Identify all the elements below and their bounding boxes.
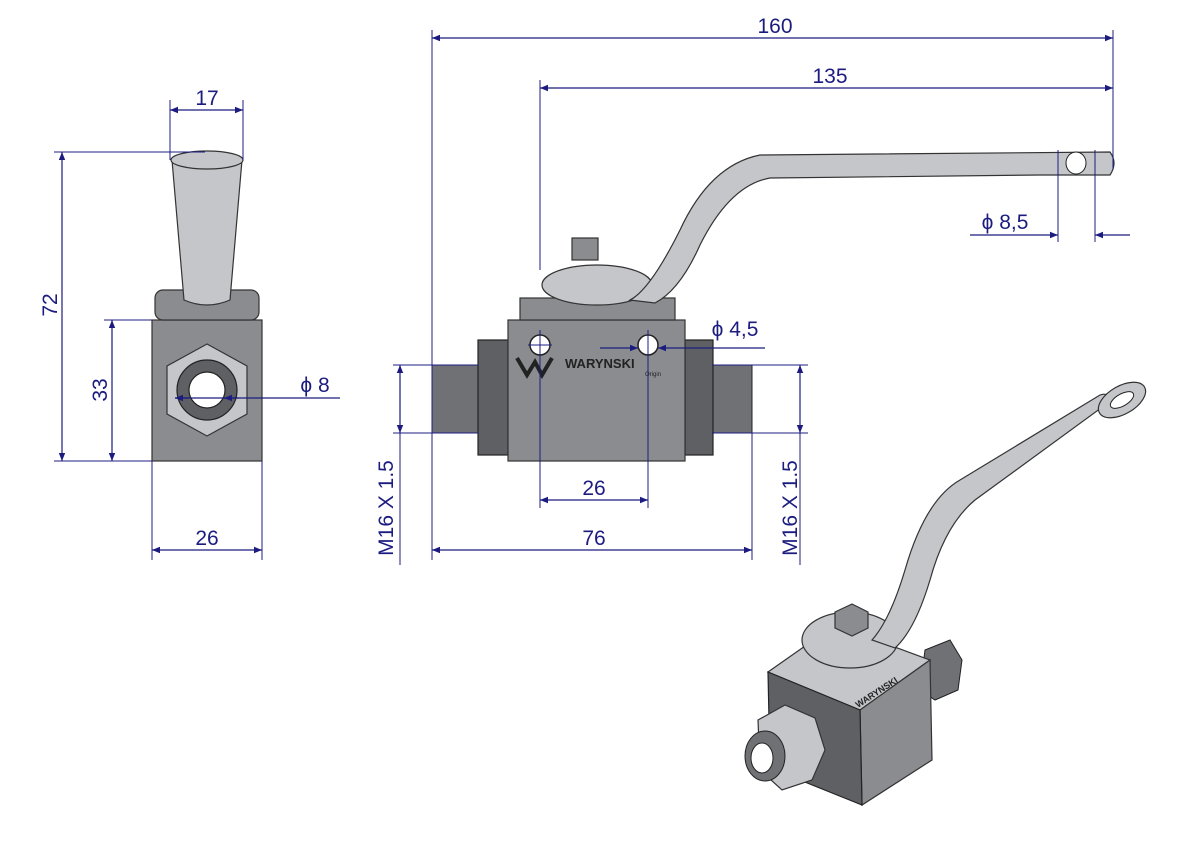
dim-thread-left: M16 X 1.5	[375, 460, 398, 556]
dim-bore: ϕ 8	[300, 374, 329, 397]
dim-overall-length: 160	[757, 15, 792, 38]
dim-handle-hole: ϕ 8,5	[982, 211, 1029, 234]
thread-right	[711, 364, 753, 434]
bore	[188, 371, 226, 409]
isometric-view: WARYNSKI	[744, 381, 1147, 807]
dim-body-width-side: 26	[195, 527, 218, 550]
thread-left	[431, 364, 481, 434]
logo-text: WARYNSKI	[565, 356, 635, 371]
iso-bore	[750, 742, 774, 774]
nut-left	[477, 339, 509, 456]
brand-logo: WARYNSKI Origin	[515, 356, 661, 380]
iso-handle	[870, 393, 1113, 649]
dim-hole-spacing: 26	[582, 477, 605, 500]
handle-hole	[1065, 151, 1087, 175]
handle-side	[171, 153, 243, 306]
front-view: WARYNSKI Origin	[431, 151, 1115, 462]
handle-front	[627, 151, 1115, 304]
dim-body-height: 33	[89, 378, 112, 401]
handle-tip	[170, 150, 244, 170]
iso-hex-bolt	[834, 603, 869, 637]
side-dimensions: 17 72 33 ϕ 8 26	[39, 87, 340, 560]
dim-handle-length: 135	[812, 65, 847, 88]
nut-right	[684, 339, 714, 456]
dim-total-height: 72	[39, 293, 62, 316]
dim-body-length: 76	[582, 527, 605, 550]
dim-mount-hole: ϕ 4,5	[712, 318, 759, 341]
dim-thread-right: M16 X 1.5	[779, 460, 802, 556]
dim-handle-width: 17	[195, 87, 218, 110]
hex-bolt	[571, 237, 599, 261]
logo-sub: Origin	[645, 372, 661, 378]
side-view	[151, 150, 263, 462]
front-dimensions: 160 135 ϕ 8,5 ϕ 4,5 M16 X 1.5 M16 X 1.5 …	[375, 15, 1130, 565]
